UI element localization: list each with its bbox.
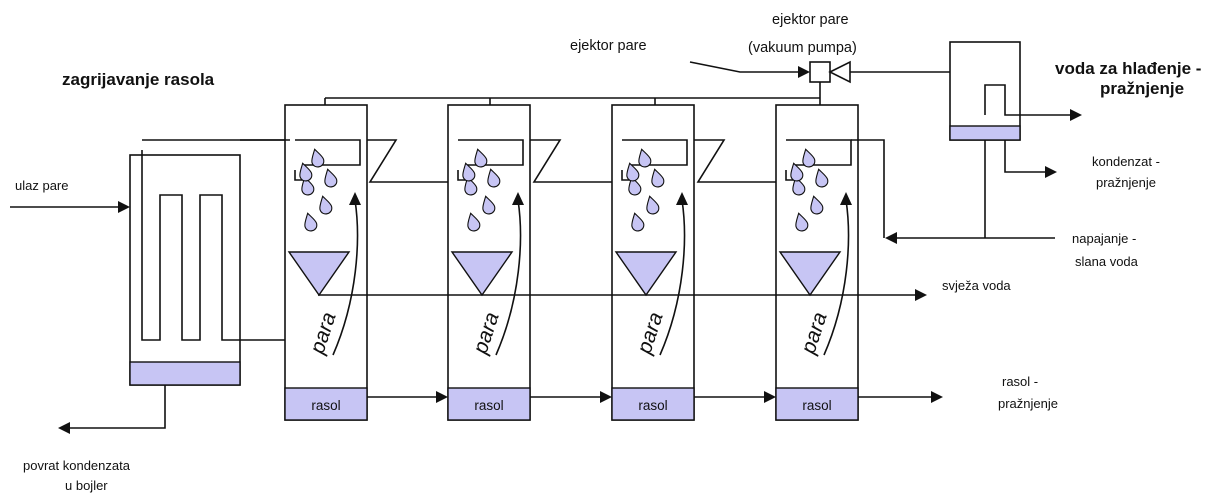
vapor-flow-arrow <box>659 199 686 356</box>
condensate-drain-label-2: pražnjenje <box>1096 175 1156 190</box>
condensate-return: povrat kondenzata u bojler <box>23 385 166 493</box>
cooling-water-label-1: voda za hlađenje - <box>1055 59 1201 78</box>
ejector-label-top-1: ejektor pare <box>772 12 849 28</box>
distillate-tray <box>778 251 842 297</box>
fresh-water-label: svježa voda <box>942 278 1011 293</box>
feed-salt-water: napajanje - slana voda <box>885 140 1139 269</box>
steam-ejector: ejektor pare ejektor pare (vakuum pumpa) <box>570 12 972 84</box>
brine-heater <box>129 139 301 386</box>
ejector-label-left: ejektor pare <box>570 38 647 54</box>
brine-label: rasol <box>474 398 503 413</box>
distillate-tray <box>287 251 351 297</box>
ejector-label-top-2: (vakuum pumpa) <box>748 40 857 56</box>
vapor-flow-arrow <box>332 199 359 356</box>
vapor-flow-arrow <box>823 199 850 356</box>
vapor-flow-arrow <box>495 199 522 356</box>
vapor-header <box>324 82 821 105</box>
brine-drain: rasol - pražnjenje <box>931 374 1058 411</box>
final-condenser: voda za hlađenje - pražnjenje kondenzat … <box>949 41 1201 190</box>
fresh-water-line: svježa voda <box>318 278 1011 301</box>
brine-pool <box>775 387 859 421</box>
brine-pool <box>611 387 695 421</box>
brine-label: rasol <box>802 398 831 413</box>
steam-inlet: ulaz pare <box>10 178 130 213</box>
diagram-title: zagrijavanje rasola <box>62 70 215 89</box>
brine-drain-label-2: pražnjenje <box>998 396 1058 411</box>
feed-label-2: slana voda <box>1075 254 1139 269</box>
brine-pool <box>284 387 368 421</box>
svg-text:u bojler: u bojler <box>65 478 108 493</box>
brine-drain-label-1: rasol - <box>1002 374 1038 389</box>
distillate-tray <box>614 251 678 297</box>
brine-pool <box>447 387 531 421</box>
cooling-water-label-2: pražnjenje <box>1100 79 1184 98</box>
condensate-drain-label-1: kondenzat - <box>1092 154 1160 169</box>
brine-label: rasol <box>311 398 340 413</box>
svg-text:ulaz pare: ulaz pare <box>15 178 68 193</box>
svg-text:povrat kondenzata: povrat kondenzata <box>23 458 131 473</box>
distillate-tray <box>450 251 514 297</box>
feed-label-1: napajanje - <box>1072 231 1136 246</box>
heater-coil <box>141 150 301 357</box>
brine-label: rasol <box>638 398 667 413</box>
